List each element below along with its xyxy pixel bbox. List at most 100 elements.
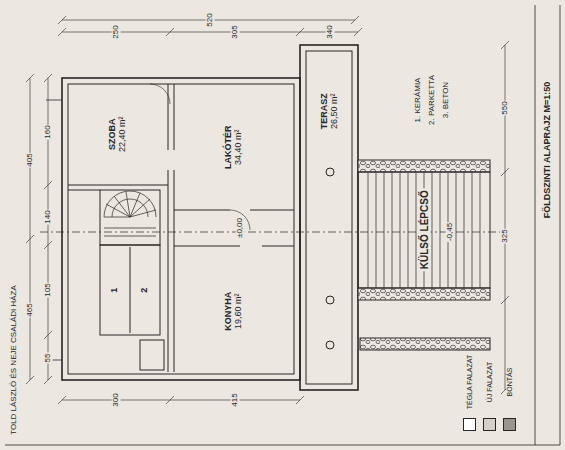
stair-steps — [472, 172, 473, 288]
stone-wall — [360, 338, 490, 350]
dimension-line — [58, 396, 304, 404]
terrace — [300, 45, 358, 390]
house-walls — [130, 247, 131, 333]
legend-text: BONTÁS — [506, 367, 514, 398]
terrace — [326, 168, 334, 176]
legend-entry: TÉGLA FALAZAT — [463, 352, 477, 432]
dimension-text: 340 — [326, 24, 335, 39]
dimension-text: 405 — [26, 152, 35, 167]
room-box: LAKÓTÉR34,40 m² — [176, 86, 292, 208]
house-walls — [100, 190, 160, 245]
section-line — [40, 232, 500, 233]
room-name: 2 — [140, 285, 150, 294]
stone-wall — [358, 160, 490, 350]
stair-steps — [464, 172, 465, 288]
dimension-line — [30, 20, 505, 400]
room-name: KÜLSŐ LÉPCSŐ — [418, 189, 430, 272]
room-box: SZOBA22,40 m² — [70, 86, 166, 183]
dimension-text: 305 — [231, 24, 240, 39]
room-area: 19,60 m² — [234, 289, 244, 332]
dimension-text: 325 — [501, 228, 510, 243]
owner-text: TOLD LÁSZLÓ ÉS NEJE CSALÁDI HÁZA — [10, 284, 19, 436]
spiral-stair — [112, 199, 148, 217]
level-mark: -0,45 — [446, 222, 455, 242]
room-box: 2 — [132, 260, 158, 320]
house-walls — [140, 340, 164, 370]
room-area: 26,50 m² — [329, 91, 339, 131]
dimension-text: 520 — [206, 12, 215, 27]
note-text: 1. KERÁMIA — [414, 77, 423, 124]
house-walls — [100, 245, 160, 335]
stair-steps — [432, 172, 433, 288]
room-box: TERASZ26,50 m² — [308, 56, 350, 166]
room-text-group: KÜLSŐ LÉPCSŐ — [418, 189, 430, 272]
dimension-text: 140 — [44, 209, 53, 224]
note-text: 3. BETON — [442, 81, 451, 119]
dimension-line — [44, 74, 52, 384]
room-box: KONYHA19,60 m² — [176, 250, 292, 372]
legend-entry: BONTÁS — [503, 352, 517, 432]
stair-steps — [392, 172, 393, 288]
house-walls — [68, 84, 294, 374]
terrace — [300, 45, 358, 390]
room-name: 1 — [110, 285, 120, 294]
legend-text: ÚJ FALAZAT — [486, 361, 494, 403]
room-box: KÜLSŐ LÉPCSŐ — [372, 180, 476, 280]
house-walls — [150, 84, 170, 104]
stair-steps — [408, 172, 409, 288]
sheet-title: FÖLDSZINTI ALAPRAJZ M=1:50 — [543, 81, 553, 219]
dimension-line — [26, 74, 34, 384]
spiral-stair — [104, 191, 156, 236]
room-name: SZOBA — [108, 115, 118, 155]
dimension-text: 55 — [44, 353, 53, 364]
stair-steps — [376, 172, 377, 288]
stair-steps — [400, 172, 401, 288]
dimension-line — [26, 16, 509, 404]
sheet-frame — [5, 5, 560, 445]
room-text-group: 2 — [140, 285, 150, 294]
spiral-stair — [104, 191, 156, 217]
house-walls — [168, 84, 174, 372]
room-area: 22,40 m² — [118, 115, 128, 155]
dimension-text: 550 — [501, 100, 510, 115]
room-area: 34,40 m² — [234, 123, 244, 171]
stair-steps — [440, 172, 441, 288]
dimension-text: 105 — [44, 282, 53, 297]
stair-steps — [358, 172, 490, 288]
dimension-line — [501, 41, 509, 394]
sheet-frame — [5, 5, 560, 445]
stone-wall — [358, 160, 490, 172]
legend-swatch — [503, 418, 516, 431]
stair-steps — [480, 172, 481, 288]
room-text-group: SZOBA22,40 m² — [108, 115, 129, 155]
room-text-group: KONYHA19,60 m² — [224, 289, 245, 332]
spiral-stair — [104, 192, 156, 217]
room-name: LAKÓTÉR — [224, 123, 234, 171]
dimension-text: 160 — [44, 124, 53, 139]
legend-swatch — [463, 418, 476, 431]
stair-steps — [358, 172, 490, 288]
room-text-group: 1 — [110, 285, 120, 294]
section-line — [40, 232, 500, 233]
terrace — [326, 341, 334, 349]
house-walls — [68, 185, 294, 246]
stair-steps — [416, 172, 417, 288]
stair-steps — [384, 172, 385, 288]
stone-wall — [358, 288, 490, 300]
room-name: KONYHA — [224, 289, 234, 332]
dimension-text: 465 — [26, 302, 35, 317]
stair-steps — [368, 172, 369, 288]
house-walls — [62, 78, 300, 380]
room-box: 1 — [102, 260, 128, 320]
room-text-group: TERASZ26,50 m² — [319, 91, 340, 131]
level-mark: ±0,00 — [236, 217, 245, 239]
room-text-group: LAKÓTÉR34,40 m² — [224, 123, 245, 171]
stair-steps — [456, 172, 457, 288]
terrace — [306, 51, 352, 384]
dimension-text: 250 — [112, 24, 121, 39]
legend-entry: ÚJ FALAZAT — [483, 352, 497, 432]
terrace — [326, 296, 334, 304]
house-walls — [46, 78, 300, 380]
